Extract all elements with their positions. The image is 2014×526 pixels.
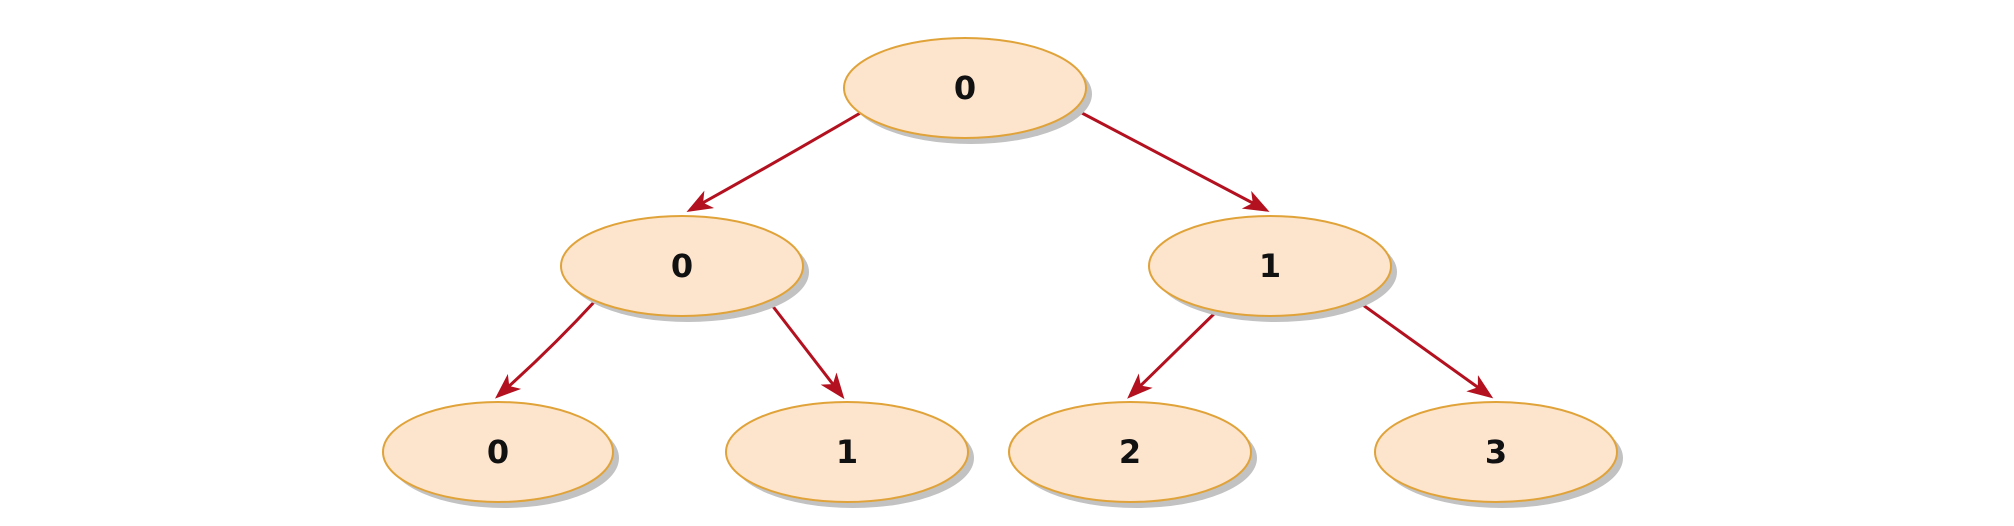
level1-node-left: 0 (560, 215, 809, 322)
edge-root-to-right-child (1079, 110, 1270, 212)
node-label: 1 (1259, 247, 1281, 285)
node-ellipse (1008, 401, 1252, 503)
edge-left-child-to-leaf-1 (766, 299, 845, 400)
node-ellipse (560, 215, 804, 317)
edge-right-child-to-leaf-2 (1127, 306, 1222, 399)
edge-left-child-to-leaf-0 (495, 298, 598, 399)
edge-right-child-to-leaf-3 (1355, 298, 1494, 399)
node-ellipse (843, 37, 1087, 139)
node-ellipse (382, 401, 614, 503)
node-label: 1 (836, 433, 858, 471)
edge-root-to-left-child (686, 110, 863, 212)
level1-node-right: 1 (1148, 215, 1397, 322)
leaf-node-4: 3 (1374, 401, 1623, 508)
node-label: 0 (671, 247, 693, 285)
node-label: 0 (954, 69, 976, 107)
root-node: 0 (843, 37, 1092, 144)
node-ellipse (725, 401, 969, 503)
node-label: 0 (487, 433, 509, 471)
leaf-node-3: 2 (1008, 401, 1257, 508)
leaf-node-1: 0 (382, 401, 619, 508)
node-label: 3 (1485, 433, 1507, 471)
node-ellipse (1374, 401, 1618, 503)
edges (495, 110, 1494, 400)
node-label: 2 (1119, 433, 1141, 471)
node-ellipse (1148, 215, 1392, 317)
leaf-node-2: 1 (725, 401, 974, 508)
